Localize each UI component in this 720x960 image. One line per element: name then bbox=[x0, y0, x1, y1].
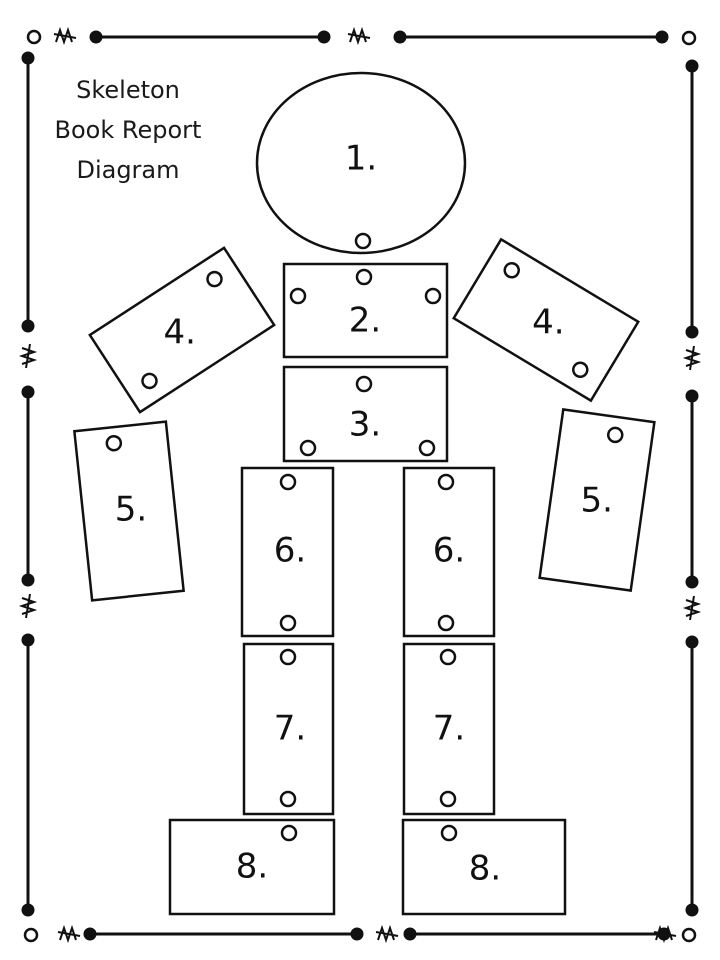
title-line-3: Diagram bbox=[76, 156, 179, 184]
part-foot-right: 8. bbox=[401, 818, 567, 916]
diagram-title: Skeleton Book Report Diagram bbox=[55, 76, 202, 184]
part-label-forearm-right: 5. bbox=[580, 480, 612, 520]
part-label-shin-left: 7. bbox=[274, 709, 306, 749]
part-shin-left: 7. bbox=[242, 642, 335, 816]
part-head: 1. bbox=[255, 71, 467, 255]
part-abdomen: 3. bbox=[282, 365, 449, 463]
part-label-thigh-right: 6. bbox=[433, 531, 465, 571]
part-shin-right: 7. bbox=[402, 642, 496, 816]
decorative-border bbox=[18, 26, 702, 944]
part-foot-left: 8. bbox=[168, 818, 336, 916]
part-label-shin-right: 7. bbox=[433, 709, 465, 749]
title-line-1: Skeleton bbox=[76, 76, 180, 104]
part-forearm-right: 5. bbox=[538, 408, 656, 592]
part-forearm-left: 5. bbox=[72, 420, 186, 602]
part-label-forearm-left: 5. bbox=[115, 489, 147, 529]
part-upper-arm-right: 4. bbox=[452, 237, 640, 403]
part-thigh-right: 6. bbox=[402, 466, 496, 638]
part-label-thigh-left: 6. bbox=[274, 531, 306, 571]
part-label-upper-arm-right: 4. bbox=[532, 302, 564, 342]
part-chest: 2. bbox=[282, 262, 449, 359]
part-upper-arm-left: 4. bbox=[88, 246, 276, 414]
part-label-abdomen: 3. bbox=[349, 405, 381, 445]
part-label-upper-arm-left: 4. bbox=[164, 312, 196, 352]
part-label-chest: 2. bbox=[349, 301, 381, 341]
title-line-2: Book Report bbox=[55, 116, 202, 144]
part-label-foot-right: 8. bbox=[469, 849, 501, 889]
part-label-head: 1. bbox=[345, 139, 377, 179]
part-label-foot-left: 8. bbox=[236, 847, 268, 887]
part-thigh-left: 6. bbox=[240, 466, 335, 638]
